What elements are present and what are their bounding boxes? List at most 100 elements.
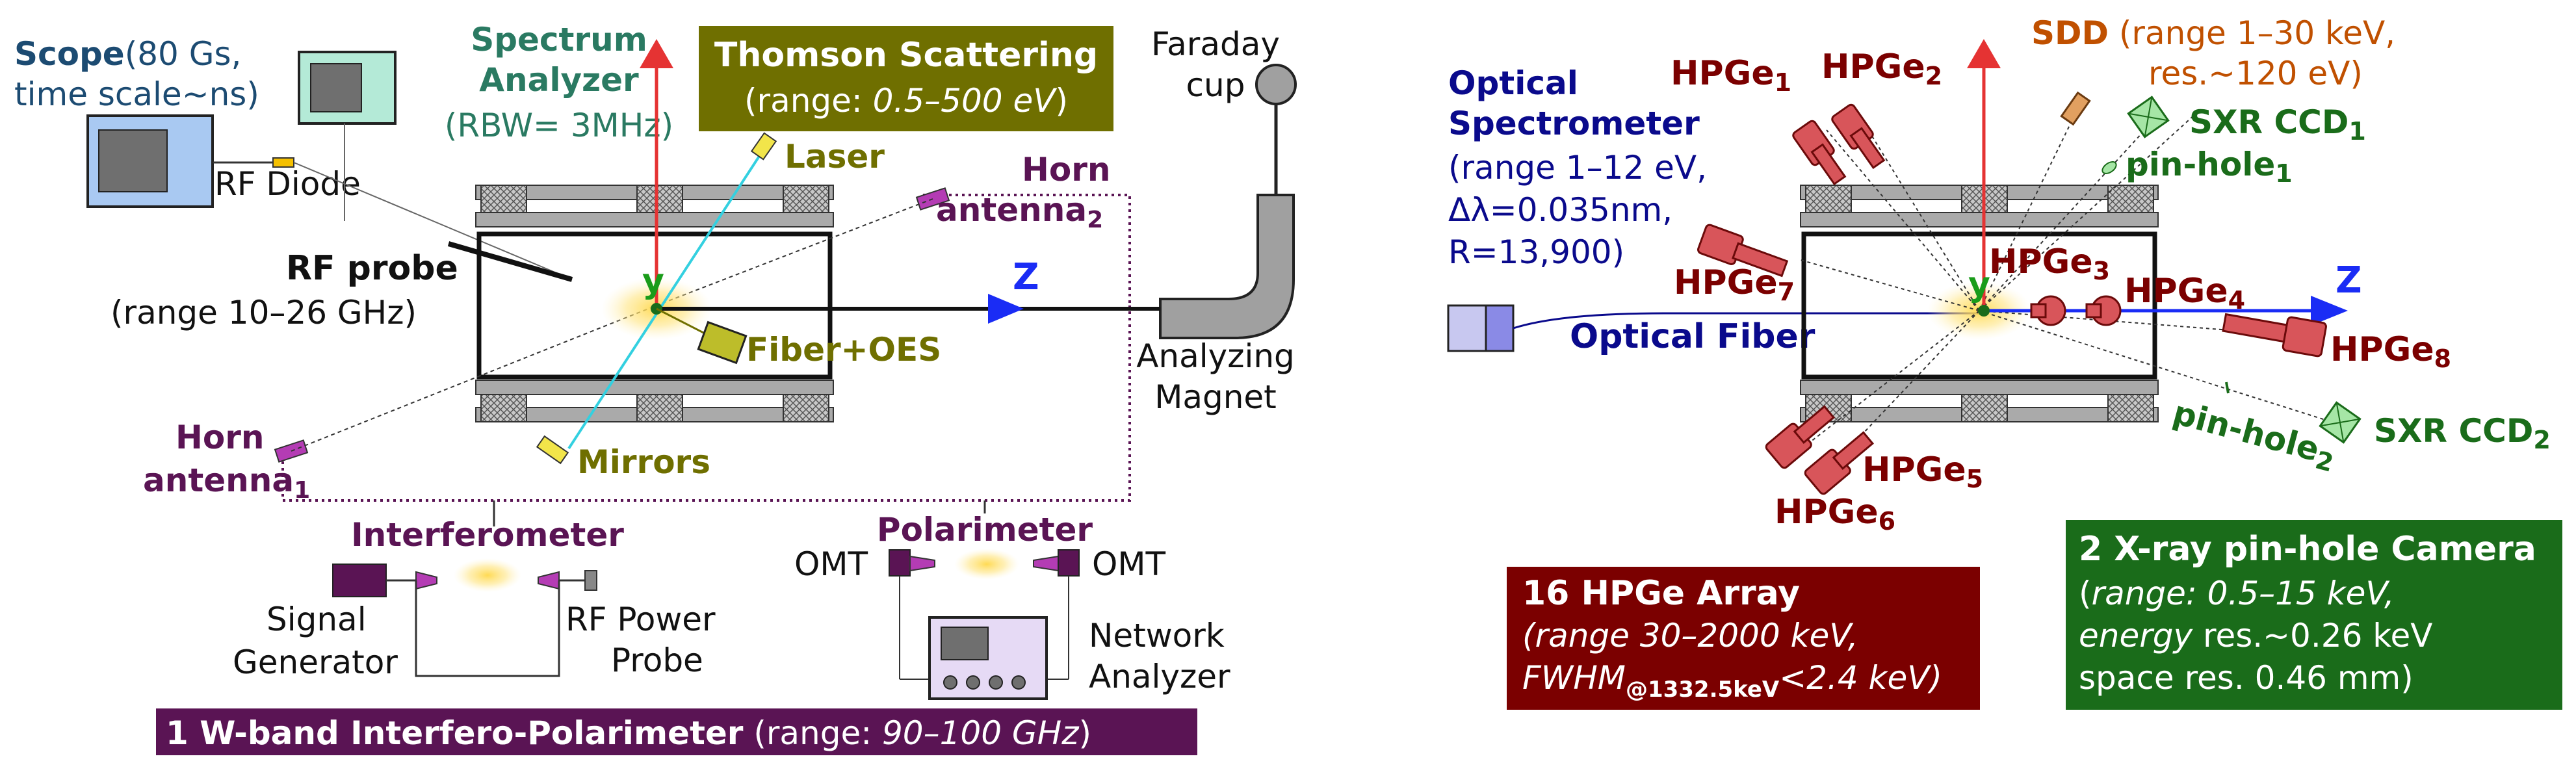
interferometer-title: Interferometer bbox=[351, 516, 624, 554]
optical-spectrometer-title: Optical bbox=[1448, 64, 1578, 102]
mirrors-icon bbox=[536, 435, 569, 465]
sdd-label: SDD (range 1–30 keV, bbox=[2031, 14, 2395, 52]
rf-diode-label: RF Diode bbox=[215, 165, 361, 203]
hpge-6-label: HPGe6 bbox=[1775, 493, 1895, 536]
hpge-array-title: 16 HPGe Array bbox=[1522, 574, 1800, 613]
omt-left-icon bbox=[889, 549, 911, 577]
hpge-7-label: HPGe7 bbox=[1674, 263, 1795, 306]
optical-spectrometer-r: R=13,900) bbox=[1448, 233, 1624, 271]
xray-camera-energy-res: energy res.~0.26 keV bbox=[2079, 617, 2432, 655]
rf-probe-icon bbox=[447, 241, 573, 282]
scope-icon bbox=[86, 114, 214, 208]
sxr-ccd-2-icon bbox=[2319, 401, 2361, 444]
hpge-array-fwhm: FWHM@1332.5keV<2.4 keV) bbox=[1522, 659, 1942, 703]
y-axis-label: y bbox=[642, 262, 664, 301]
optical-spectrometer-range: (range 1–12 eV, bbox=[1448, 149, 1707, 187]
xray-camera-title: 2 X-ray pin-hole Camera bbox=[2079, 530, 2536, 569]
signal-generator-label2: Generator bbox=[233, 643, 398, 681]
horn-antenna-1-label: Horn bbox=[176, 419, 264, 456]
pin-hole-1-label: pin-hole1 bbox=[2126, 146, 2293, 188]
sxr-ccd-1-label: SXR CCD1 bbox=[2189, 103, 2366, 146]
hpge-4-label: HPGe4 bbox=[2124, 272, 2245, 315]
sight-lines bbox=[1800, 103, 2334, 459]
sxr-ccd-2-label: SXR CCD2 bbox=[2374, 412, 2551, 454]
rf-power-probe-icon bbox=[584, 570, 597, 591]
thomson-scattering-box bbox=[699, 26, 1113, 131]
hpge-detectors bbox=[1697, 103, 2327, 495]
rf-power-probe-label: RF Power bbox=[566, 601, 716, 638]
wband-banner-text: 1 W-band Interfero-Polarimeter (range: 9… bbox=[166, 714, 1091, 752]
pin-hole-2-label: pin-hole2 bbox=[2168, 394, 2340, 478]
horn-antenna-2-label2: antenna2 bbox=[936, 191, 1103, 233]
polarimeter-horn-right-icon bbox=[1033, 555, 1059, 572]
mirrors-label: Mirrors bbox=[577, 443, 710, 481]
laser-beam bbox=[567, 145, 767, 450]
right-plasma-chamber bbox=[1800, 185, 2159, 422]
analyzing-magnet-label2: Magnet bbox=[1154, 378, 1277, 416]
hpge-8-label: HPGe8 bbox=[2330, 330, 2451, 373]
laser-icon bbox=[750, 132, 777, 161]
hpge-8-icon bbox=[2222, 313, 2327, 357]
wband-banner bbox=[156, 708, 1197, 755]
optical-fiber-line bbox=[1513, 312, 1979, 330]
hpge-array-box bbox=[1507, 567, 1980, 710]
hpge-2-icon bbox=[1831, 103, 1886, 170]
z-axis-arrow bbox=[988, 294, 1024, 324]
optical-fiber-label: Optical Fiber bbox=[1570, 317, 1815, 356]
thomson-scattering-range: (range: 0.5–500 eV) bbox=[744, 82, 1068, 120]
y-axis-arrow bbox=[640, 39, 673, 68]
hpge-5-icon bbox=[1765, 405, 1836, 469]
xray-camera-range: (range: 0.5–15 keV, bbox=[2079, 575, 2395, 612]
hpge-2-label: HPGe2 bbox=[1821, 47, 1942, 90]
right-y-axis-arrow bbox=[1967, 39, 2001, 68]
signal-generator-label: Signal bbox=[267, 601, 367, 638]
z-axis-label: Z bbox=[1013, 256, 1039, 298]
analyzing-magnet-icon bbox=[1159, 194, 1295, 339]
network-analyzer-icon bbox=[928, 616, 1048, 700]
right-z-axis-label: Z bbox=[2335, 259, 2362, 302]
hpge-3-label: HPGe3 bbox=[1989, 242, 2110, 285]
faraday-cup-icon bbox=[1255, 64, 1297, 105]
interferometer-horn-left-icon bbox=[415, 571, 437, 590]
scope-label: Scope(80 Gs, bbox=[14, 35, 241, 73]
right-panel: Optical Spectrometer (range 1–12 eV, Δλ=… bbox=[1447, 14, 2562, 710]
right-z-axis-arrow bbox=[2311, 296, 2348, 326]
rf-power-probe-label2: Probe bbox=[611, 642, 703, 679]
sxr-ccd-1-icon bbox=[2127, 96, 2170, 138]
rf-probe-title: RF probe bbox=[286, 249, 458, 288]
network-analyzer-label: Network bbox=[1089, 617, 1225, 655]
fiber-oes-label: Fiber+OES bbox=[746, 331, 941, 369]
optical-spectrometer-title2: Spectrometer bbox=[1448, 105, 1700, 142]
left-panel: Scope(80 Gs, time scale~ns) RF Diode Spe… bbox=[14, 21, 1297, 755]
horn-antenna-1-label2: antenna1 bbox=[143, 461, 310, 504]
right-y-axis-label: y bbox=[1968, 265, 1990, 304]
rf-probe-range: (range 10–26 GHz) bbox=[111, 294, 417, 331]
analyzing-magnet-label: Analyzing bbox=[1136, 337, 1295, 375]
pin-hole-1-icon bbox=[2101, 161, 2117, 174]
sdd-icon bbox=[2060, 91, 2091, 126]
faraday-cup-label: Faraday bbox=[1151, 25, 1280, 63]
polarimeter-horn-left-icon bbox=[909, 555, 935, 572]
wband-path-bottom bbox=[281, 305, 1131, 502]
thomson-scattering-title: Thomson Scattering bbox=[714, 36, 1098, 75]
omt-left-label: OMT bbox=[794, 545, 868, 583]
spectrum-analyzer-title: Spectrum bbox=[471, 21, 647, 58]
spectrum-analyzer-rbw: (RBW= 3MHz) bbox=[445, 107, 673, 144]
omt-right-icon bbox=[1058, 549, 1080, 577]
sdd-resolution: res.~120 eV) bbox=[2148, 55, 2363, 92]
hpge-1-icon bbox=[1792, 120, 1847, 186]
hpge-array-range: (range 30–2000 keV, bbox=[1522, 617, 1858, 655]
scope-timescale-label: time scale~ns) bbox=[14, 75, 259, 113]
wband-path-top bbox=[923, 194, 1131, 305]
faraday-cup-label2: cup bbox=[1186, 66, 1245, 104]
right-plasma-center bbox=[1978, 305, 1990, 317]
optical-spectrometer-resolution: Δλ=0.035nm, bbox=[1448, 191, 1672, 229]
hpge-3-icon bbox=[2030, 295, 2066, 326]
fiber-oes-icon bbox=[697, 320, 748, 365]
hpge-6-icon bbox=[1804, 431, 1875, 495]
spectrum-analyzer-title2: Analyzer bbox=[479, 61, 639, 99]
interferometer-horn-right-icon bbox=[538, 571, 560, 590]
hpge-1-label: HPGe1 bbox=[1671, 54, 1791, 97]
plasma-chamber bbox=[475, 185, 834, 422]
